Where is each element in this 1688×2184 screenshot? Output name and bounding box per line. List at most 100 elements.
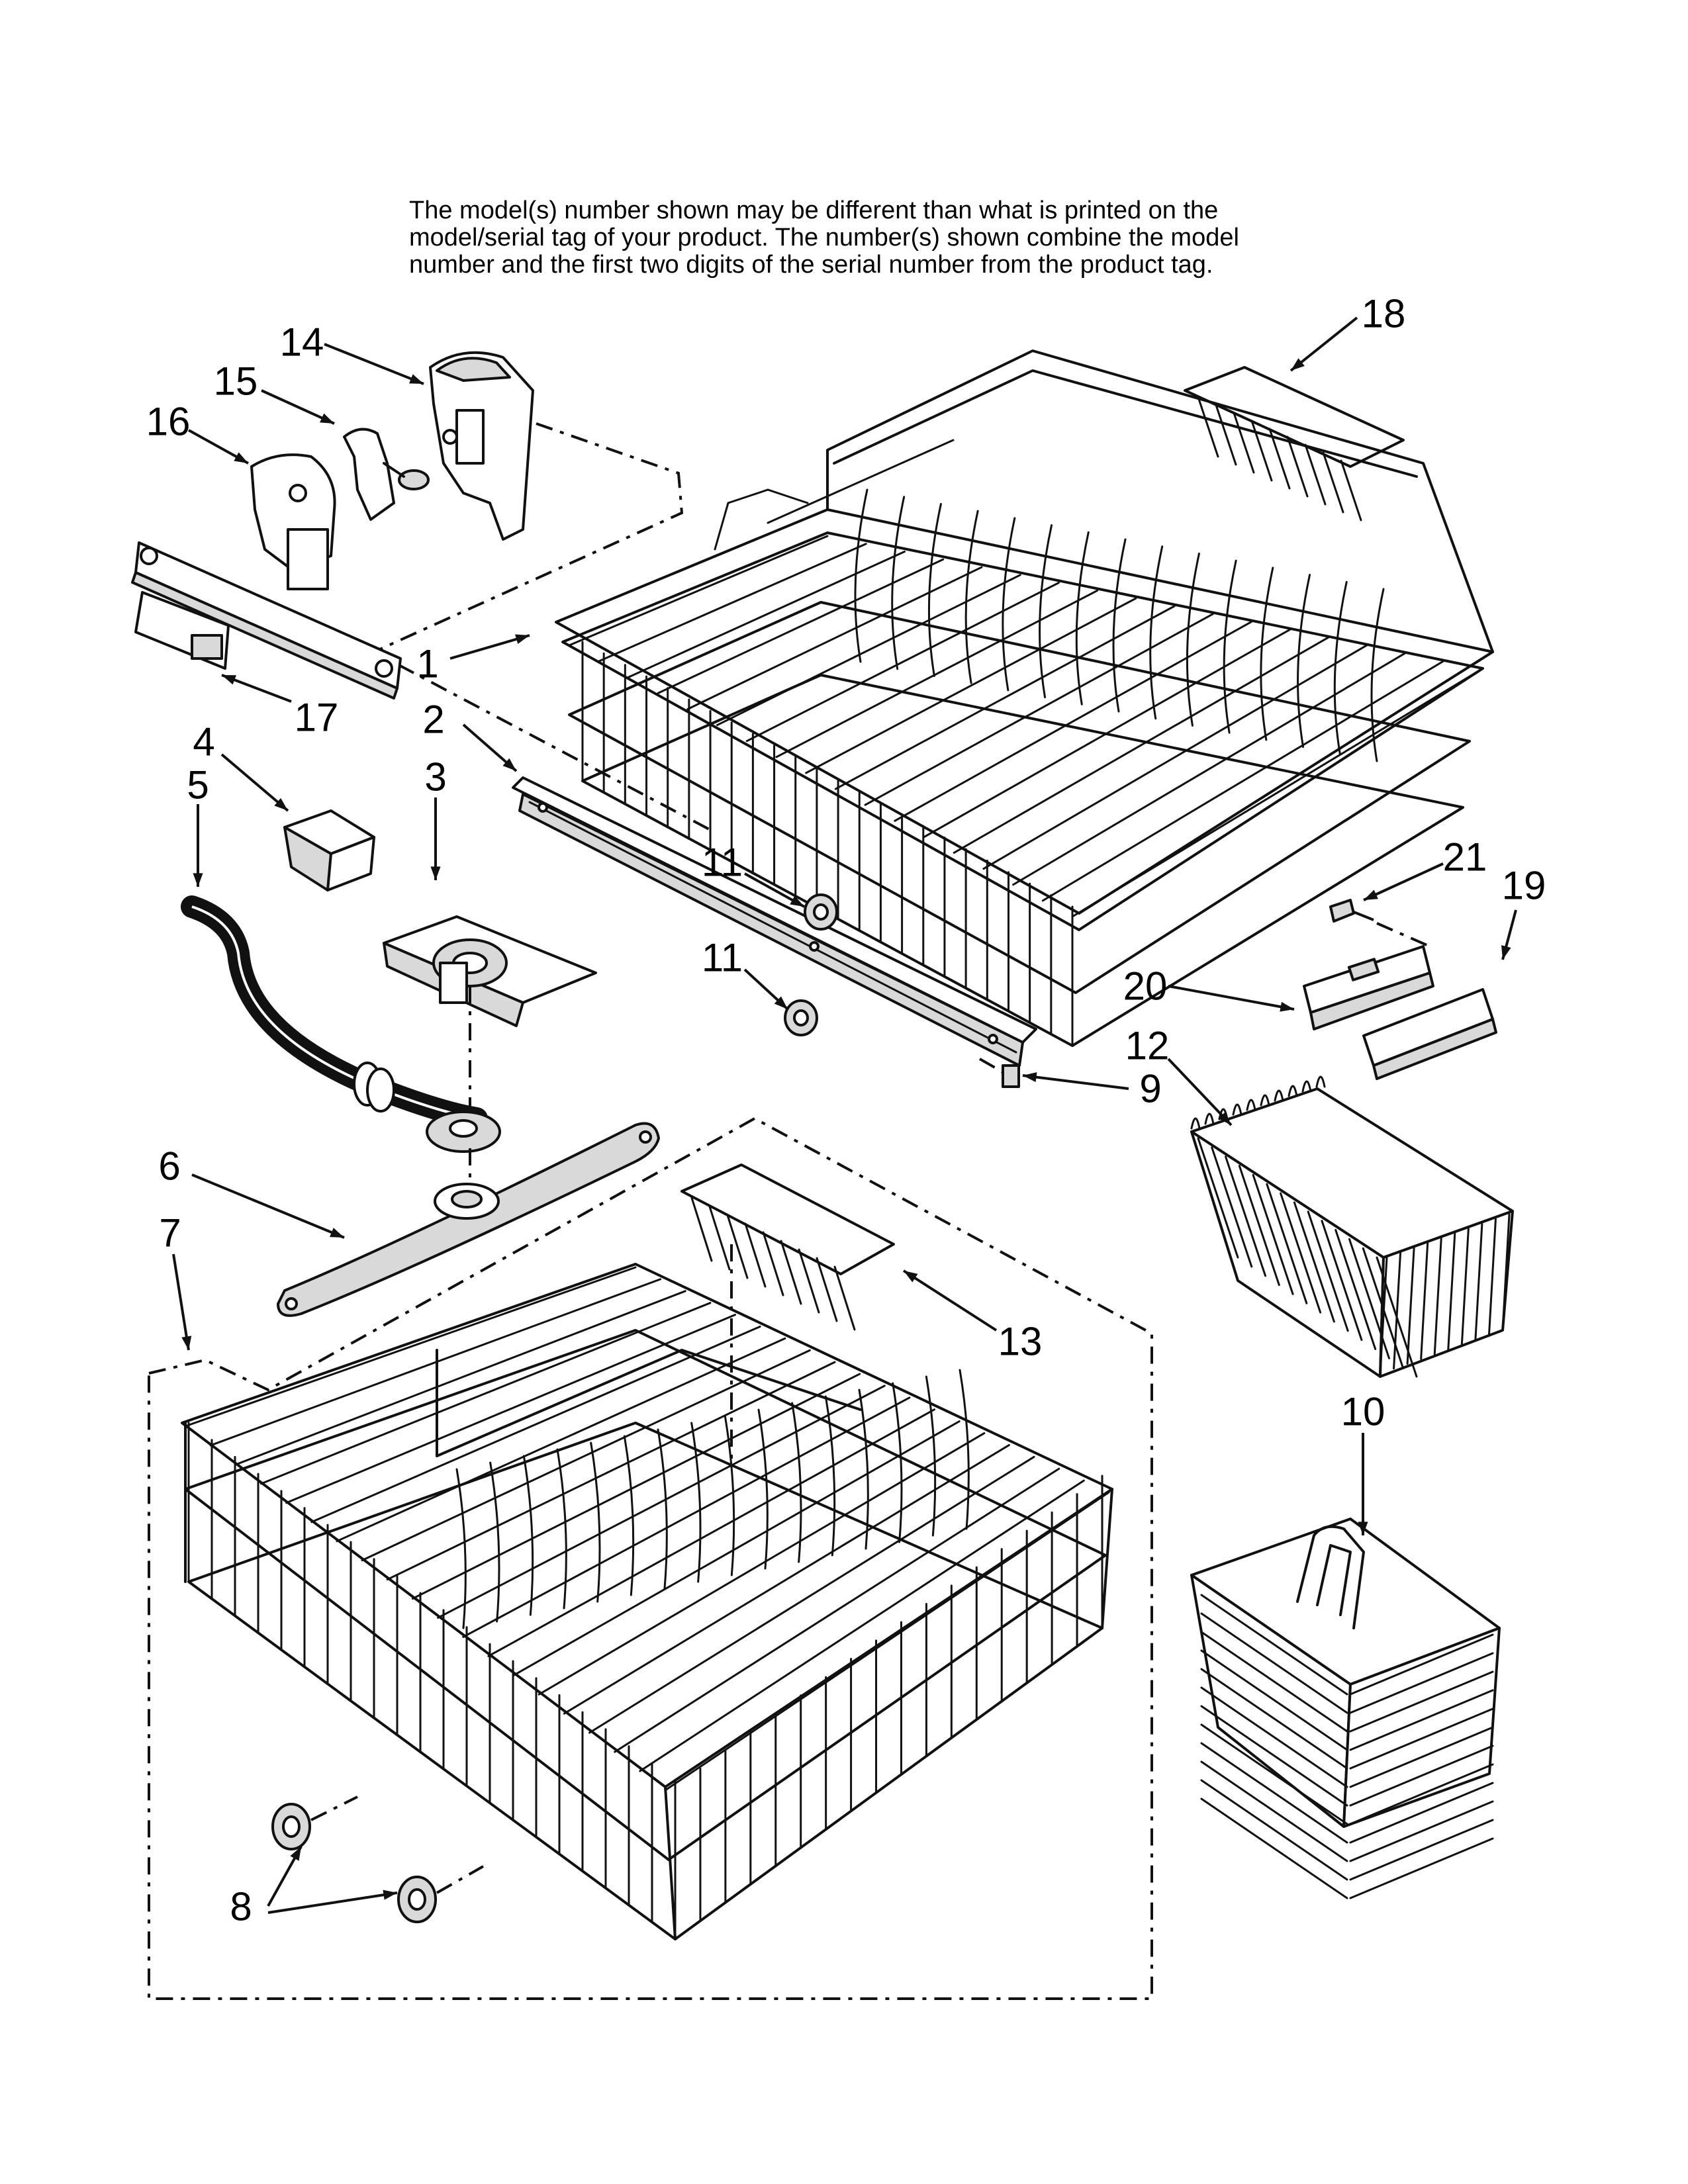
- leader-arrowhead-13: [904, 1271, 918, 1283]
- leader-line-13: [902, 1269, 998, 1332]
- rack-crosswire: [487, 1408, 936, 1657]
- rack-crosswire: [259, 1302, 712, 1485]
- spray-arm: [277, 1122, 660, 1317]
- tine-finger: [762, 1231, 784, 1297]
- note-line: number and the first two digits of the s…: [409, 251, 1213, 279]
- leader-arrowhead-11b: [774, 996, 788, 1009]
- basket-rim-loop: [1274, 1089, 1284, 1102]
- lower-tine-fingers: [690, 1197, 856, 1331]
- tine-finger: [1233, 412, 1255, 474]
- callout-lower-rack-wheels: 8: [230, 1885, 252, 1929]
- basket-rim-loop: [1190, 1117, 1201, 1130]
- callout-upper-tine-row: 18: [1362, 292, 1406, 336]
- basket-grid-line: [1200, 1779, 1348, 1881]
- callout-rail-end-cap: 9: [1139, 1067, 1161, 1111]
- leader-line-6: [191, 1173, 345, 1239]
- basket-wire: [1293, 1201, 1335, 1323]
- leader-arrowhead-5: [193, 873, 203, 887]
- basket-wire: [1280, 1192, 1322, 1314]
- basket-grid-line: [1200, 1723, 1348, 1825]
- leader-arrowhead-20: [1280, 1001, 1294, 1012]
- leader-arrowhead-8: [290, 1846, 301, 1861]
- screw: [1329, 899, 1430, 948]
- rack-crosswire: [664, 1491, 1110, 1792]
- callout-adjuster-cover: 16: [146, 400, 191, 444]
- basket-grid-line: [1200, 1612, 1348, 1714]
- upper-tine-fingers: [1197, 396, 1362, 522]
- rack-tine: [489, 1461, 500, 1623]
- spray-manifold: [383, 915, 597, 1027]
- callout-lower-tine-row: 13: [998, 1320, 1043, 1364]
- basket-grid-line: [1200, 1705, 1348, 1807]
- rack-tine: [925, 1375, 937, 1537]
- basket-wire: [1266, 1183, 1308, 1304]
- basket-wire: [1238, 1165, 1280, 1287]
- small-basket-wires: [1190, 1075, 1511, 1378]
- tine-finger: [1197, 396, 1219, 458]
- rack-tine: [657, 1428, 668, 1590]
- rack-crosswire: [982, 644, 1368, 870]
- leader-line-1: [449, 634, 530, 660]
- rack-crosswire: [805, 597, 1137, 774]
- basket-wire: [1307, 1210, 1349, 1332]
- basket-rim-loop: [1301, 1080, 1312, 1093]
- basket-rim-loop: [1232, 1103, 1243, 1116]
- basket-wire: [1197, 1137, 1239, 1259]
- callout-connector: 4: [193, 720, 214, 764]
- upper-rack: [555, 349, 1494, 1047]
- leader-arrowhead-6: [330, 1228, 344, 1238]
- adjuster-lever: [343, 428, 430, 521]
- callout-rail-stop: 20: [1123, 964, 1168, 1009]
- leader-arrowhead-18: [1291, 358, 1305, 371]
- basket-grid-line: [1200, 1594, 1348, 1696]
- rack-tine: [590, 1441, 601, 1603]
- basket-grid-line: [1349, 1726, 1494, 1788]
- silverware-basket-grid: [1200, 1594, 1494, 1899]
- rack-crosswire: [627, 551, 906, 678]
- tine-finger: [726, 1214, 749, 1279]
- rack-tine: [959, 1369, 970, 1530]
- leader-arrowhead-16: [234, 452, 248, 463]
- leader-arrowhead-7: [181, 1336, 192, 1350]
- lower-rack-group-outline: [148, 1116, 1153, 2000]
- rack-crosswire: [716, 574, 1021, 727]
- basket-wire: [1393, 1251, 1402, 1370]
- rack-crosswire: [775, 589, 1099, 758]
- leader-arrowhead-11: [790, 895, 804, 907]
- leader-arrowhead-10: [1358, 1522, 1368, 1535]
- rack-tine: [964, 510, 979, 684]
- rack-crosswire: [923, 628, 1291, 838]
- rack-crosswire: [588, 1455, 1035, 1734]
- leader-line-8: [267, 1891, 398, 1914]
- tine-finger: [1250, 420, 1273, 482]
- basket-wire: [1460, 1228, 1470, 1346]
- leader-arrowhead-4: [274, 797, 288, 811]
- rack-crosswire: [894, 620, 1253, 822]
- rack-tine: [1370, 588, 1385, 762]
- model-number-note: The model(s) number shown may be differe…: [409, 197, 1349, 279]
- rail-wheel-upper: [804, 893, 838, 931]
- rack-tine: [1149, 545, 1164, 720]
- basket-wire: [1420, 1242, 1429, 1360]
- lower-rack-wheel-right: [397, 1865, 484, 1923]
- leader-line-7: [172, 1253, 190, 1351]
- lower-rack-wheel-left: [271, 1796, 358, 1850]
- rack-crosswire: [184, 1266, 637, 1428]
- rack-tine: [1112, 538, 1127, 713]
- silverware-basket: [1190, 1518, 1501, 1899]
- basket-grid-line: [1349, 1763, 1494, 1825]
- rack-crosswire: [336, 1337, 786, 1543]
- leader-arrowhead-3: [430, 866, 441, 880]
- rack-tine: [854, 488, 868, 663]
- lower-rack: [181, 1263, 1113, 1940]
- leader-arrowhead-1: [515, 634, 530, 645]
- leader-arrowhead-21: [1364, 889, 1378, 900]
- basket-wire: [1211, 1146, 1253, 1268]
- leader-arrowhead-8: [383, 1889, 397, 1900]
- tine-finger: [1215, 404, 1237, 466]
- basket-rim-loop: [1288, 1085, 1298, 1097]
- rack-tine: [1186, 552, 1200, 727]
